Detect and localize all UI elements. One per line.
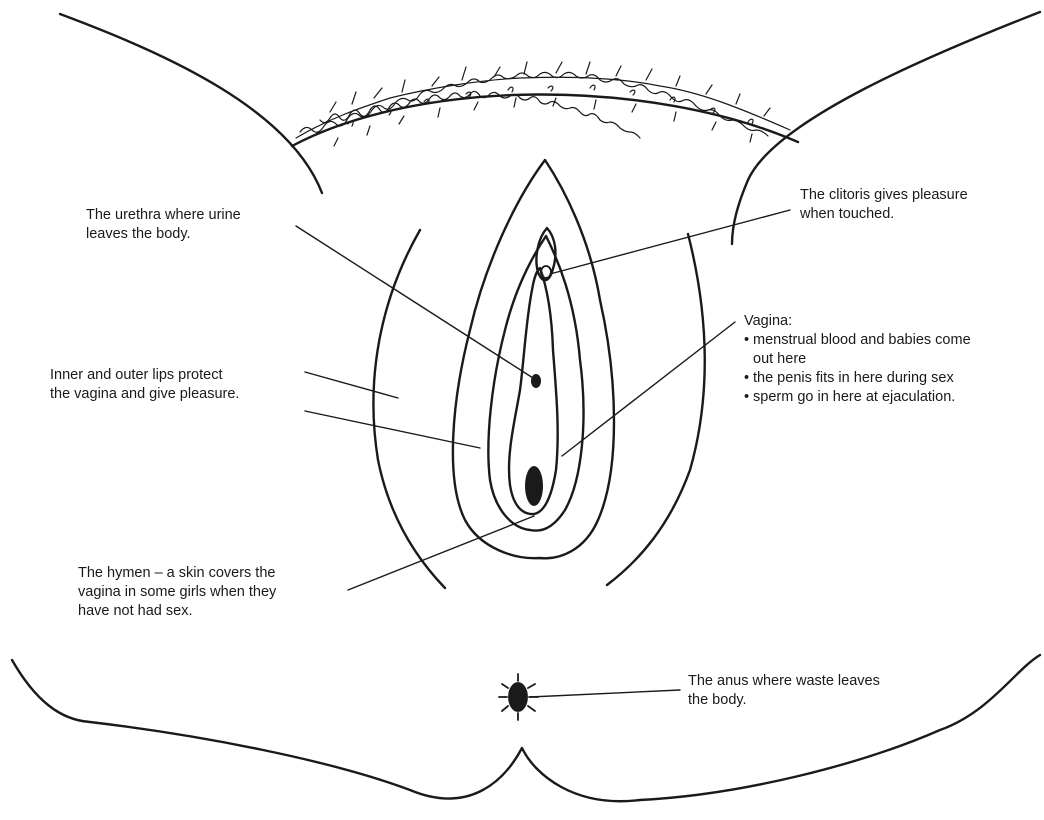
- vagina-point-3: •sperm go in here at ejaculation.: [744, 388, 1040, 407]
- clitoris-label-line-1: The clitoris gives pleasure: [800, 186, 968, 205]
- vagina-points: •menstrual blood and babies come out her…: [744, 331, 1040, 407]
- vaginal-opening: [525, 466, 543, 506]
- pointer-anus: [530, 690, 680, 697]
- pubic-hair: [296, 62, 790, 146]
- lips-label-line-2: the vagina and give pleasure.: [50, 385, 239, 404]
- buttocks-outline: [12, 655, 1040, 801]
- hymen-label-line-3: have not had sex.: [78, 602, 276, 621]
- anus-label-line-2: the body.: [688, 691, 880, 710]
- lips-label-line-1: Inner and outer lips protect: [50, 366, 239, 385]
- left-groin-crease: [373, 230, 445, 588]
- urethral-opening: [531, 374, 541, 388]
- urethra-label: The urethra where urine leaves the body.: [86, 206, 241, 244]
- lips-label: Inner and outer lips protect the vagina …: [50, 366, 239, 404]
- urethra-label-line-2: leaves the body.: [86, 225, 241, 244]
- clitoris-label: The clitoris gives pleasure when touched…: [800, 186, 968, 224]
- left-thigh-outline: [60, 14, 322, 193]
- hymen-label-line-1: The hymen – a skin covers the: [78, 564, 276, 583]
- vagina-point-1: •menstrual blood and babies come out her…: [744, 331, 1040, 369]
- anus-mark: [499, 674, 538, 720]
- clitoris-label-line-2: when touched.: [800, 205, 968, 224]
- urethra-label-line-1: The urethra where urine: [86, 206, 241, 225]
- hymen-label-line-2: vagina in some girls when they: [78, 583, 276, 602]
- vagina-heading: Vagina:: [744, 312, 1040, 331]
- anus-label-line-1: The anus where waste leaves: [688, 672, 880, 691]
- anus-label: The anus where waste leaves the body.: [688, 672, 880, 710]
- pointer-vagina: [562, 322, 735, 456]
- vagina-point-2: •the penis fits in here during sex: [744, 369, 1040, 388]
- vagina-label: Vagina: •menstrual blood and babies come…: [744, 312, 1040, 407]
- pointer-lips-outer: [305, 372, 398, 398]
- hymen-label: The hymen – a skin covers the vagina in …: [78, 564, 276, 621]
